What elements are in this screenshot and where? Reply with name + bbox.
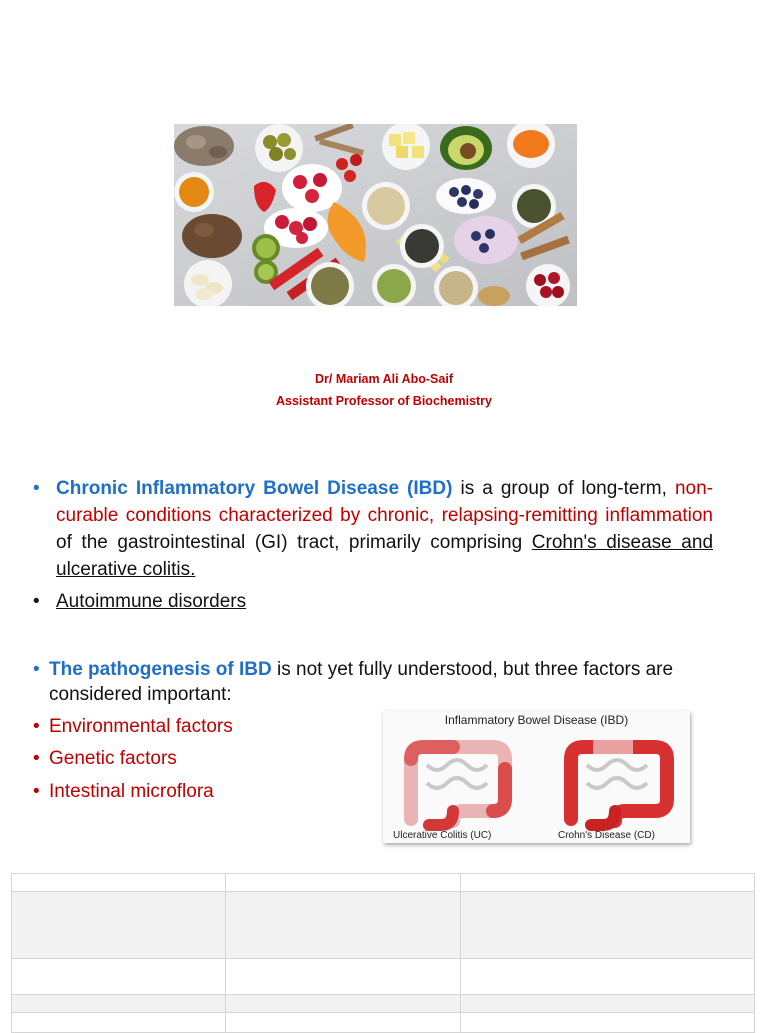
food-illustration xyxy=(174,124,570,306)
cd-caption: Crohn's Disease (CD) xyxy=(558,830,655,841)
table-cell xyxy=(11,958,226,995)
table-row xyxy=(11,891,755,959)
table-cell xyxy=(11,1012,226,1033)
table-cell xyxy=(11,994,226,1013)
table-cell xyxy=(460,958,755,995)
pathogenesis-paragraph: The pathogenesis of IBD is not yet fully… xyxy=(49,657,719,707)
table-row xyxy=(11,958,755,995)
crohns-disease-colon xyxy=(564,740,674,831)
table-cell xyxy=(460,1012,755,1033)
intro-text-1: is a group of long-term, xyxy=(452,478,675,499)
bullet-dot: • xyxy=(33,659,40,680)
intro-text-2: of the gastrointestinal (GI) tract, prim… xyxy=(56,532,532,553)
uc-caption: Ulcerative Colitis (UC) xyxy=(393,830,492,841)
comparison-table xyxy=(11,873,755,1033)
bullet-dot: • xyxy=(33,716,40,737)
table-row xyxy=(11,994,755,1013)
table-cell xyxy=(224,958,462,995)
factor-label: Intestinal microflora xyxy=(49,781,214,802)
factor-label: Environmental factors xyxy=(49,716,233,737)
table-cell xyxy=(224,873,462,892)
table-cell xyxy=(460,873,755,892)
table-cell xyxy=(11,891,226,959)
table-cell xyxy=(11,873,226,892)
table-row xyxy=(11,1012,755,1033)
bullet-dot: • xyxy=(33,748,40,769)
ulcerative-colitis-colon xyxy=(404,740,512,831)
intro-underlined: Crohn's disease and ulcerative colitis. xyxy=(56,532,714,580)
table-row xyxy=(11,873,755,892)
autoimmune-text: Autoimmune disorders xyxy=(56,591,247,612)
table-cell xyxy=(460,891,755,959)
author-name: Dr/ Mariam Ali Abo-Saif xyxy=(315,372,453,386)
table-cell xyxy=(224,994,462,1013)
ibd-term: Chronic Inflammatory Bowel Disease (IBD) xyxy=(56,478,453,499)
bullet-dot: • xyxy=(33,478,40,499)
intro-paragraph: Chronic Inflammatory Bowel Disease (IBD)… xyxy=(56,475,713,583)
ibd-diagram: Inflammatory Bowel Disease (IBD) Ulcerat… xyxy=(383,711,690,843)
intro-red-text: non-curable conditions characterized by … xyxy=(56,478,713,526)
table-cell xyxy=(224,891,462,959)
healthy-food-photo xyxy=(174,124,577,306)
table-cell xyxy=(224,1012,462,1033)
diagram-title: Inflammatory Bowel Disease (IBD) xyxy=(444,713,629,727)
pathogenesis-term: The pathogenesis of IBD xyxy=(49,659,272,680)
pathogenesis-text: is not yet fully understood, but three f… xyxy=(49,659,674,705)
factor-label: Genetic factors xyxy=(49,748,177,769)
table-cell xyxy=(460,994,755,1013)
colon-illustrations xyxy=(404,740,674,831)
bullet-dot: • xyxy=(33,591,40,612)
bullet-dot: • xyxy=(33,781,40,802)
author-title: Assistant Professor of Biochemistry xyxy=(275,394,493,408)
